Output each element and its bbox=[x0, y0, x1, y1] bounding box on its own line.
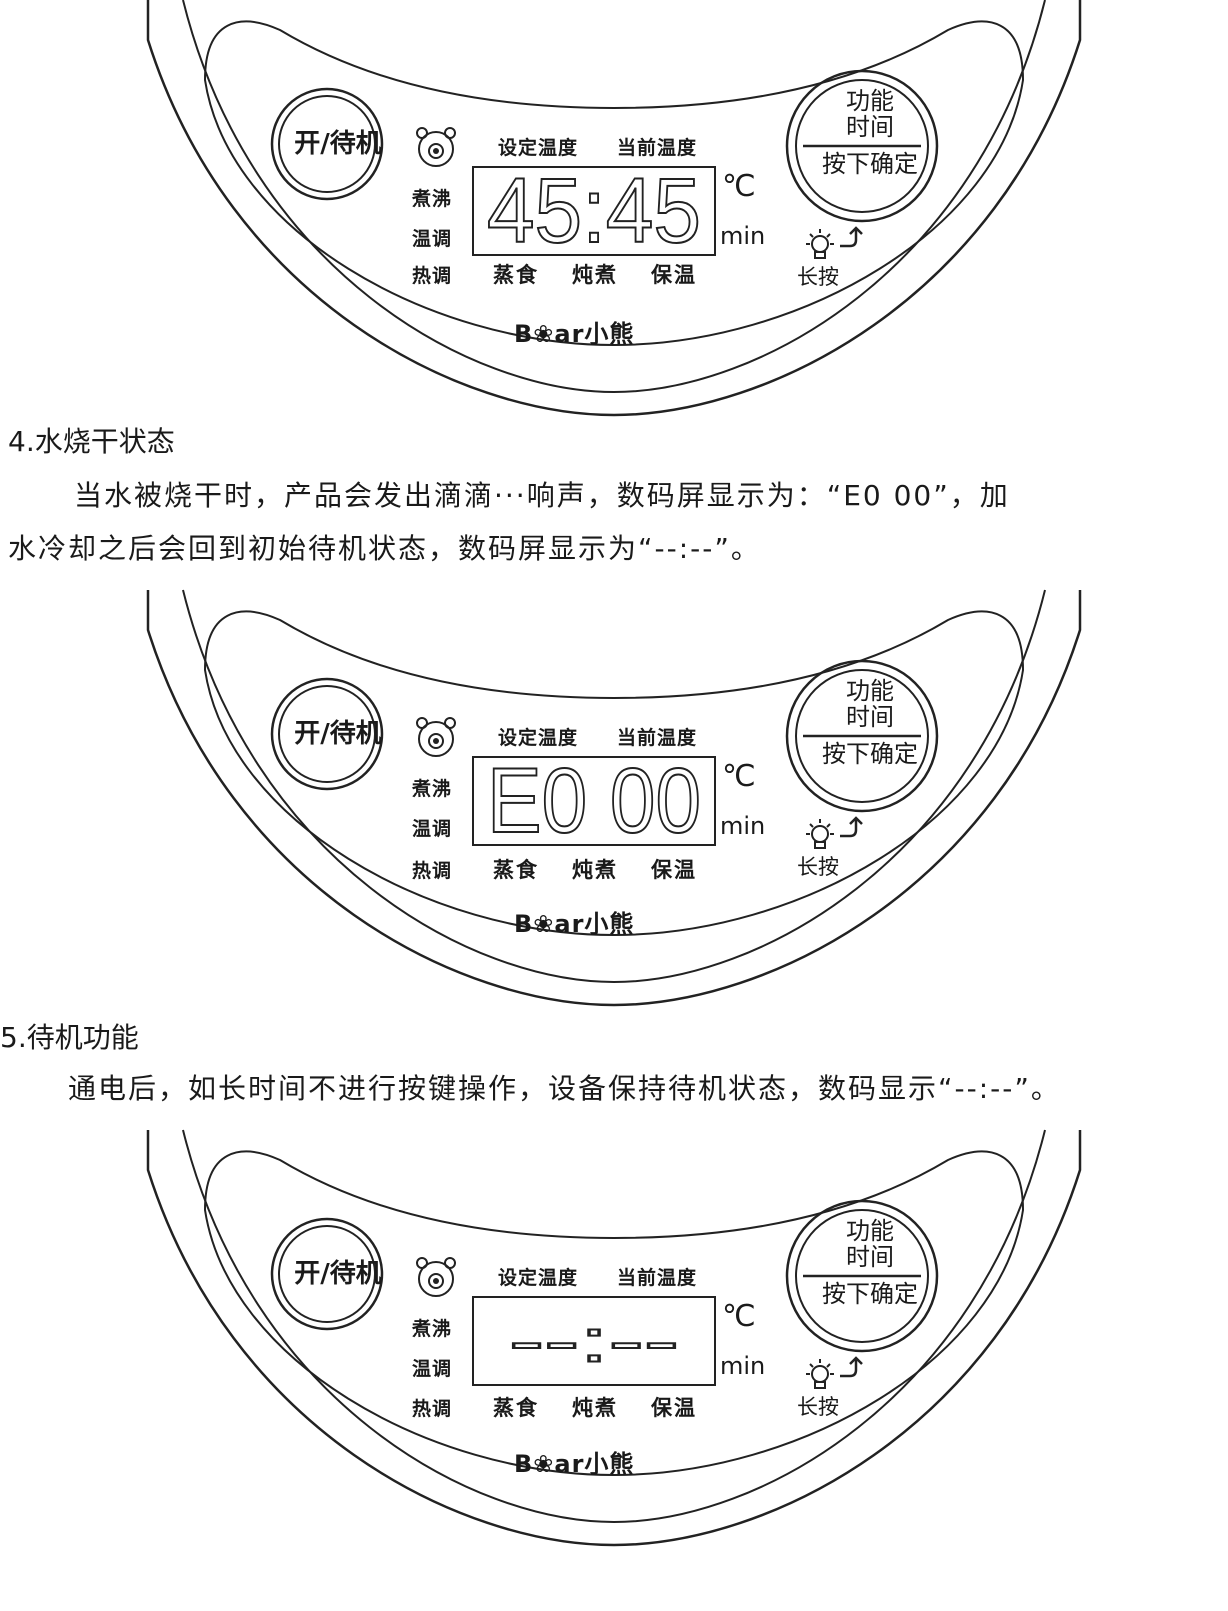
celsius-unit: ℃ bbox=[722, 759, 756, 794]
bear-icon bbox=[416, 127, 456, 167]
lcd-readout: 45:45 bbox=[486, 159, 702, 263]
section-4-heading: 4.水烧干状态 bbox=[8, 425, 175, 458]
lcd-readout-text: E0 00 bbox=[487, 750, 701, 852]
section-4-paragraph-line-1: 当水被烧干时，产品会发出滴滴···响声，数码屏显示为：“E0 00”，加 bbox=[74, 479, 1010, 512]
lcd-window bbox=[472, 166, 716, 256]
set-temp-label: 设定温度 bbox=[498, 727, 579, 749]
power-button-ring bbox=[270, 87, 384, 201]
keep-warm-label: 保温 bbox=[651, 1396, 697, 1420]
section-5-paragraph-line-1: 通电后，如长时间不进行按键操作，设备保持待机状态，数码显示“--:--”。 bbox=[68, 1072, 1061, 1105]
set-temp-label: 设定温度 bbox=[498, 137, 579, 159]
warm-adjust-label: 温调 bbox=[412, 818, 453, 840]
long-press-arrow-icon bbox=[840, 226, 863, 248]
min-unit: min bbox=[720, 812, 766, 840]
control-panel-3: 开/待机 设定温度 当前温度 煮沸 温调 热调 蒸食 炖煮 保温 ℃ min 功… bbox=[0, 1129, 1228, 1550]
panel-outline bbox=[146, 0, 1082, 417]
confirm-label[interactable]: 按下确定 bbox=[822, 150, 918, 178]
lcd-readout-text: 45:45 bbox=[487, 160, 701, 262]
hot-adjust-label: 热调 bbox=[412, 1398, 453, 1420]
lcd-window bbox=[472, 1296, 716, 1386]
bear-icon bbox=[416, 717, 456, 757]
warm-adjust-label: 温调 bbox=[412, 1358, 453, 1380]
light-bulb-icon bbox=[806, 819, 834, 849]
long-press-arrow-icon bbox=[840, 816, 863, 838]
function-label[interactable]: 功能 bbox=[846, 1217, 894, 1245]
control-panel-2: 开/待机 设定温度 当前温度 煮沸 温调 热调 蒸食 炖煮 保温 ℃ min 功… bbox=[0, 589, 1228, 1010]
set-temp-label: 设定温度 bbox=[498, 1267, 579, 1289]
function-knob-ring bbox=[785, 69, 939, 223]
function-label[interactable]: 功能 bbox=[846, 87, 894, 115]
brand-logo: B❀ar小熊 bbox=[514, 1450, 635, 1478]
current-temp-label: 当前温度 bbox=[617, 727, 698, 749]
lcd-readout: E0 00 bbox=[486, 749, 702, 853]
boil-label: 煮沸 bbox=[412, 1318, 453, 1340]
lcd-window bbox=[472, 756, 716, 846]
min-unit: min bbox=[720, 1352, 766, 1380]
celsius-unit: ℃ bbox=[722, 1299, 756, 1334]
power-button[interactable]: 开/待机 bbox=[294, 719, 382, 749]
brand-logo: B❀ar小熊 bbox=[514, 320, 635, 348]
time-label[interactable]: 时间 bbox=[846, 1243, 894, 1271]
boil-label: 煮沸 bbox=[412, 188, 453, 210]
stew-label: 炖煮 bbox=[572, 263, 618, 287]
hot-adjust-label: 热调 bbox=[412, 860, 453, 882]
min-unit: min bbox=[720, 222, 766, 250]
bear-icon bbox=[416, 1257, 456, 1297]
hot-adjust-label: 热调 bbox=[412, 265, 453, 287]
long-press-arrow-icon bbox=[840, 1356, 863, 1378]
function-label[interactable]: 功能 bbox=[846, 677, 894, 705]
long-press-label: 长按 bbox=[797, 1395, 839, 1419]
section-5-heading: 5.待机功能 bbox=[0, 1021, 139, 1054]
time-label[interactable]: 时间 bbox=[846, 113, 894, 141]
keep-warm-label: 保温 bbox=[651, 263, 697, 287]
confirm-label[interactable]: 按下确定 bbox=[822, 740, 918, 768]
power-button[interactable]: 开/待机 bbox=[294, 129, 382, 159]
long-press-label: 长按 bbox=[797, 855, 839, 879]
steam-label: 蒸食 bbox=[493, 858, 539, 882]
power-button[interactable]: 开/待机 bbox=[294, 1259, 382, 1289]
time-label[interactable]: 时间 bbox=[846, 703, 894, 731]
steam-label: 蒸食 bbox=[493, 263, 539, 287]
stew-label: 炖煮 bbox=[572, 858, 618, 882]
lcd-readout: --:-- bbox=[508, 1307, 680, 1376]
light-bulb-icon bbox=[806, 1359, 834, 1389]
confirm-label[interactable]: 按下确定 bbox=[822, 1280, 918, 1308]
keep-warm-label: 保温 bbox=[651, 858, 697, 882]
panel-outline bbox=[146, 1129, 1082, 1547]
long-press-label: 长按 bbox=[797, 265, 839, 289]
control-panel-1: 开/待机 设定温度 当前温度 煮沸 温调 热调 蒸食 炖煮 保温 ℃ min 功… bbox=[0, 0, 1228, 420]
current-temp-label: 当前温度 bbox=[617, 1267, 698, 1289]
light-bulb-icon bbox=[806, 229, 834, 259]
warm-adjust-label: 温调 bbox=[412, 228, 453, 250]
panel-outline bbox=[146, 589, 1082, 1007]
stew-label: 炖煮 bbox=[572, 1396, 618, 1420]
current-temp-label: 当前温度 bbox=[617, 137, 698, 159]
steam-label: 蒸食 bbox=[493, 1396, 539, 1420]
celsius-unit: ℃ bbox=[722, 169, 756, 204]
brand-logo: B❀ar小熊 bbox=[514, 910, 635, 938]
lcd-readout-text: --:-- bbox=[509, 1308, 679, 1375]
boil-label: 煮沸 bbox=[412, 778, 453, 800]
section-4-paragraph-line-2: 水冷却之后会回到初始待机状态，数码屏显示为“--:--”。 bbox=[8, 532, 761, 565]
